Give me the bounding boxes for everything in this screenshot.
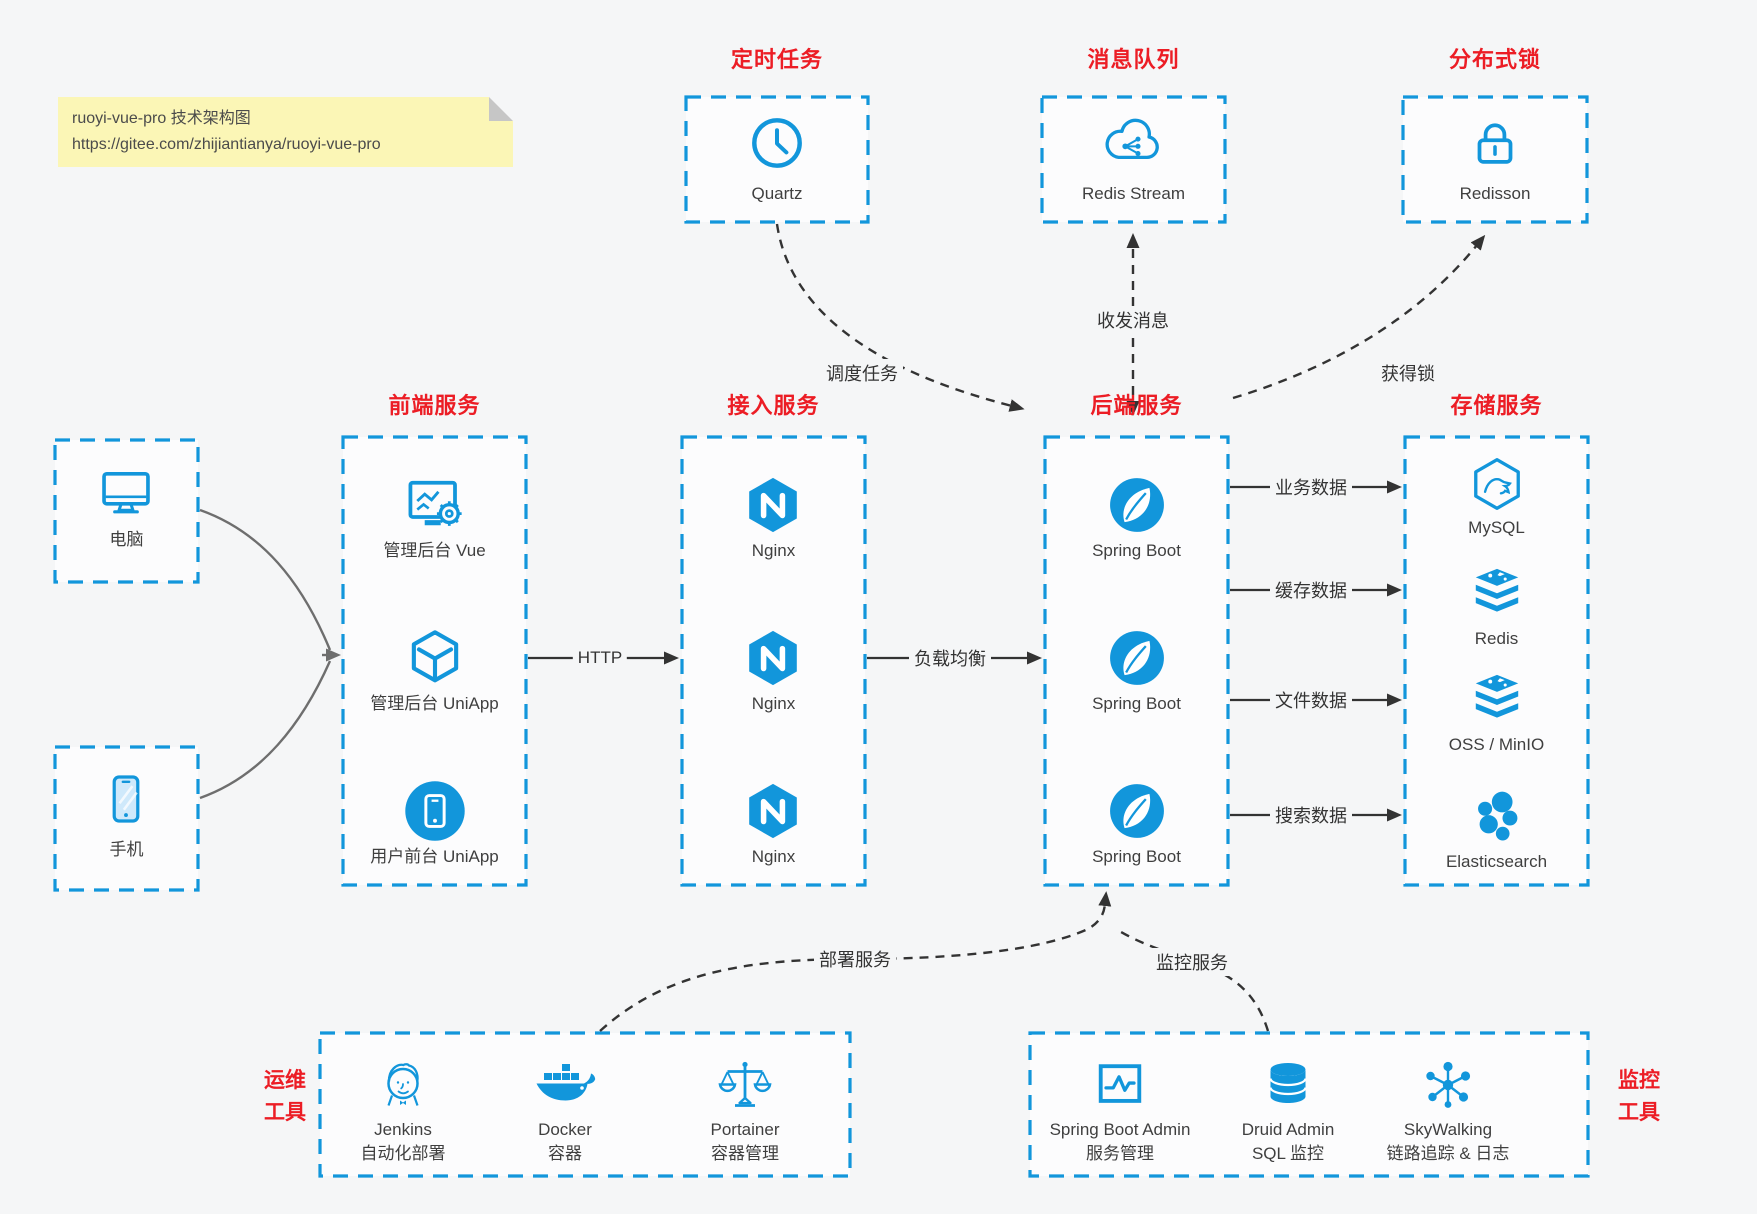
- spring-boot-label-1: Spring Boot: [1092, 541, 1181, 560]
- ops-tools-box: [318, 1031, 852, 1178]
- nginx-label-3: Nginx: [751, 847, 796, 866]
- pc-label: 电脑: [109, 530, 144, 549]
- docker-icon: [536, 1064, 596, 1101]
- message-queue-box: [1040, 95, 1227, 224]
- note-title: ruoyi-vue-pro 技术架构图: [72, 110, 251, 127]
- elasticsearch-label: Elasticsearch: [1445, 852, 1548, 871]
- spring-boot-admin-desc: 服务管理: [1086, 1144, 1154, 1163]
- desktop-icon: [102, 471, 150, 514]
- smartphone-icon: [112, 775, 140, 823]
- skywalking-name: SkyWalking: [1403, 1120, 1493, 1139]
- messaging-edge-label: 收发消息: [1092, 306, 1174, 334]
- admin-uniapp-label: 管理后台 UniApp: [370, 694, 499, 713]
- quartz-label: Quartz: [751, 184, 803, 203]
- redisson-label: Redisson: [1459, 184, 1531, 203]
- nginx-label-1: Nginx: [751, 541, 796, 560]
- redis-stack-icon: [1475, 568, 1519, 612]
- phone-curve: [199, 660, 332, 800]
- oss-minio-label: OSS / MinIO: [1448, 735, 1545, 754]
- redisson-box: [1401, 95, 1589, 224]
- spring-boot-icon: [1108, 476, 1166, 534]
- jenkins-icon: [387, 1062, 419, 1107]
- monitor-service-curve: [1115, 927, 1270, 1032]
- sticky-note: ruoyi-vue-pro 技术架构图 https://gitee.com/zh…: [58, 97, 513, 167]
- jenkins-desc: 自动化部署: [360, 1144, 446, 1163]
- monitoring-tools-title-line2: 工具: [1618, 1101, 1660, 1124]
- portainer-icon: [718, 1060, 772, 1107]
- spring-boot-admin-icon: [1098, 1064, 1142, 1103]
- monitor-edge-label: 监控服务: [1151, 948, 1233, 976]
- lock-icon: [1477, 123, 1513, 164]
- skywalking-icon: [1425, 1060, 1472, 1110]
- cloud-stream-icon: [1105, 118, 1159, 160]
- business-data-edge-label: 业务数据: [1270, 473, 1352, 501]
- monitoring-tools-title-line1: 监控: [1618, 1069, 1660, 1092]
- clock-icon: [746, 112, 808, 174]
- http-edge-label: HTTP: [572, 647, 628, 669]
- portainer-name: Portainer: [710, 1120, 780, 1139]
- mysql-label: MySQL: [1468, 518, 1525, 537]
- section-title-distributed-lock: 分布式锁: [1448, 47, 1541, 72]
- admin-vue-icon: [403, 473, 467, 537]
- section-title-storage: 存储服务: [1450, 393, 1543, 418]
- spring-boot-icon: [1108, 782, 1166, 840]
- nginx-label-2: Nginx: [751, 694, 796, 713]
- section-title-message-queue: 消息队列: [1087, 47, 1180, 72]
- druid-db-icon: [1269, 1061, 1307, 1105]
- ops-tools-title-line1: 运维: [264, 1069, 306, 1092]
- docker-name: Docker: [538, 1120, 592, 1139]
- acquire-lock-arrow: [1232, 234, 1486, 400]
- mysql-icon: [1474, 458, 1520, 510]
- note-url: https://gitee.com/zhijiantianya/ruoyi-vu…: [72, 136, 381, 153]
- quartz-box: [684, 95, 870, 224]
- user-uniapp-label: 用户前台 UniApp: [370, 847, 499, 866]
- deploy-edge-label: 部署服务: [814, 945, 896, 973]
- spring-boot-icon: [1108, 629, 1166, 687]
- redis-label: Redis: [1474, 629, 1519, 648]
- cache-data-edge-label: 缓存数据: [1270, 576, 1352, 604]
- nginx-icon: [742, 627, 804, 689]
- admin-vue-label: 管理后台 Vue: [383, 541, 486, 560]
- uniapp-cube-icon: [403, 626, 467, 690]
- spring-boot-label-2: Spring Boot: [1092, 694, 1181, 713]
- phone-label: 手机: [109, 840, 144, 859]
- druid-admin-name: Druid Admin: [1241, 1120, 1335, 1139]
- portainer-desc: 容器管理: [711, 1144, 779, 1163]
- oss-stack-icon: [1475, 674, 1519, 718]
- acquire-lock-edge-label: 获得锁: [1376, 359, 1440, 387]
- search-data-edge-label: 搜索数据: [1270, 801, 1352, 829]
- spring-boot-admin-name: Spring Boot Admin: [1049, 1120, 1191, 1139]
- deploy-service-arrow: [599, 891, 1112, 1032]
- section-title-backend: 后端服务: [1090, 393, 1183, 418]
- user-app-icon: [403, 779, 467, 843]
- monitoring-tools-box: [1028, 1031, 1590, 1178]
- pc-curve: [199, 508, 332, 651]
- schedule-edge-label: 调度任务: [821, 359, 903, 387]
- nginx-icon: [742, 780, 804, 842]
- load-balance-edge-label: 负载均衡: [909, 644, 991, 672]
- spring-boot-label-3: Spring Boot: [1092, 847, 1181, 866]
- ops-tools-title-line2: 工具: [264, 1101, 306, 1124]
- nginx-icon: [742, 474, 804, 536]
- druid-admin-desc: SQL 监控: [1251, 1144, 1325, 1163]
- redis-stream-label: Redis Stream: [1082, 184, 1185, 203]
- docker-desc: 容器: [548, 1144, 582, 1163]
- section-title-gateway: 接入服务: [727, 393, 820, 418]
- jenkins-name: Jenkins: [374, 1120, 432, 1139]
- section-title-scheduled-task: 定时任务: [730, 47, 823, 72]
- skywalking-desc: 链路追踪 & 日志: [1386, 1144, 1510, 1163]
- section-title-frontend: 前端服务: [388, 393, 481, 418]
- file-data-edge-label: 文件数据: [1270, 686, 1352, 714]
- elasticsearch-icon: [1478, 791, 1518, 841]
